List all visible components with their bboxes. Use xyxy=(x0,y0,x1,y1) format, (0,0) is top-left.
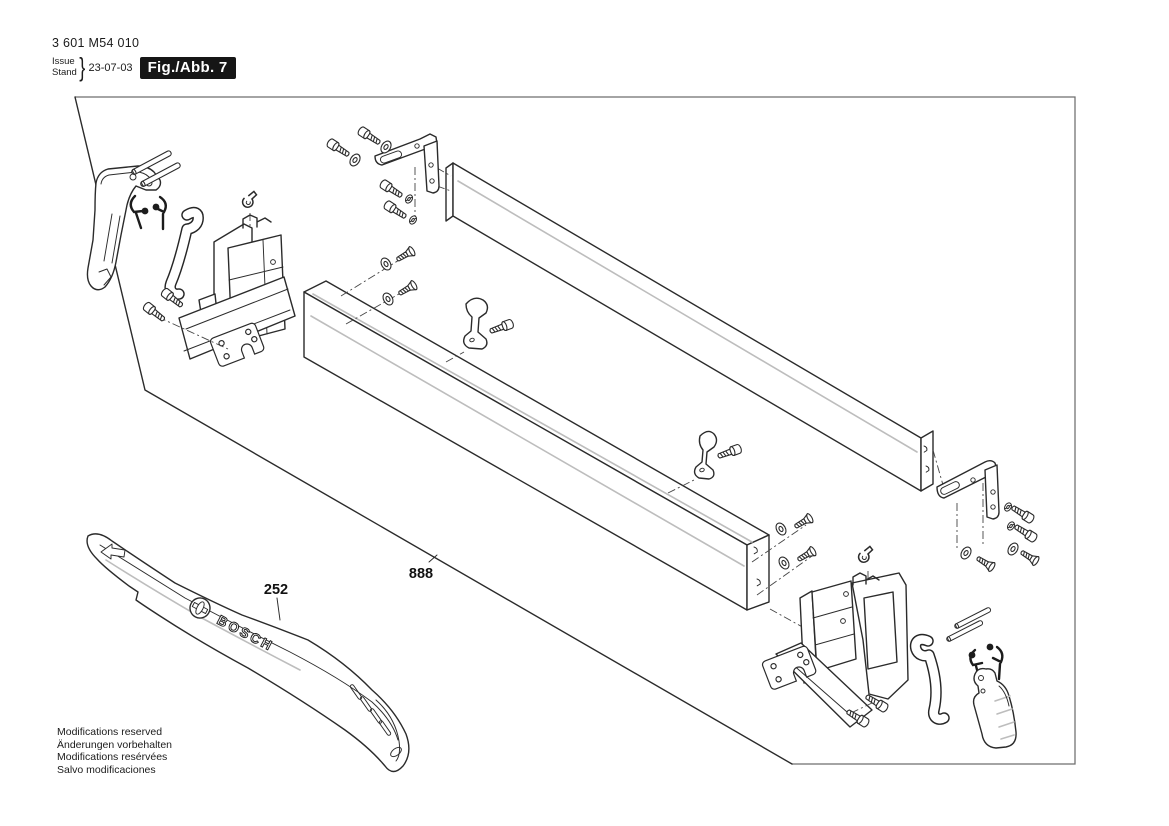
callout-252: 252 xyxy=(264,582,288,621)
brace-glyph: } xyxy=(79,52,86,82)
rail-clip-rear xyxy=(667,430,744,494)
arrow-marker-icon xyxy=(100,543,126,560)
leaf-spring xyxy=(164,206,204,300)
spring-clip xyxy=(241,190,258,208)
callout-888: 888 xyxy=(409,554,438,582)
issue-label: Issue xyxy=(52,55,75,67)
callout-252-text: 252 xyxy=(264,582,288,598)
front-rail-right-screws xyxy=(751,512,818,630)
front-rail-left-screws xyxy=(340,245,419,325)
part-number: 3 601 M54 010 xyxy=(52,36,140,50)
grip-ribs xyxy=(349,684,392,736)
fence-clamp-left xyxy=(86,149,296,368)
fence-lock-handle: BOSCH xyxy=(86,533,410,773)
rail-bracket-left xyxy=(325,125,452,226)
notice-line-es: Salvo modificaciones xyxy=(57,763,156,776)
latch-hook-plate xyxy=(86,165,162,291)
clamp-body xyxy=(178,214,296,360)
callout-888-text: 888 xyxy=(409,566,433,582)
leaf-spring xyxy=(909,633,950,725)
figure-number-badge: Fig./Abb. 7 xyxy=(139,56,236,79)
front-fence-rail xyxy=(303,280,770,611)
rail-bracket-right xyxy=(932,449,1041,573)
notice-line-fr: Modifications resérvées xyxy=(57,751,168,764)
issue-stand-labels: Issue Stand xyxy=(52,55,77,78)
torsion-spring xyxy=(129,194,167,231)
drawing-header: 3 601 M54 010 Issue Stand } 23-07-03 Fig… xyxy=(52,36,236,83)
fence-clamp-right xyxy=(760,545,1017,749)
cam-lock-lever xyxy=(972,667,1017,749)
modifications-notice: Modifications reserved Änderungen vorbeh… xyxy=(57,726,172,776)
issue-date: 23-07-03 xyxy=(88,61,133,74)
bosch-logo-icon xyxy=(189,597,211,619)
notice-line-de: Änderungen vorbehalten xyxy=(57,738,173,751)
stand-label: Stand xyxy=(52,66,77,78)
torsion-spring xyxy=(968,643,1004,683)
spring-clip xyxy=(857,545,874,563)
notice-line-en: Modifications reserved xyxy=(57,726,163,738)
rail-clip-front xyxy=(445,297,516,363)
rear-guide-rail xyxy=(445,162,934,492)
